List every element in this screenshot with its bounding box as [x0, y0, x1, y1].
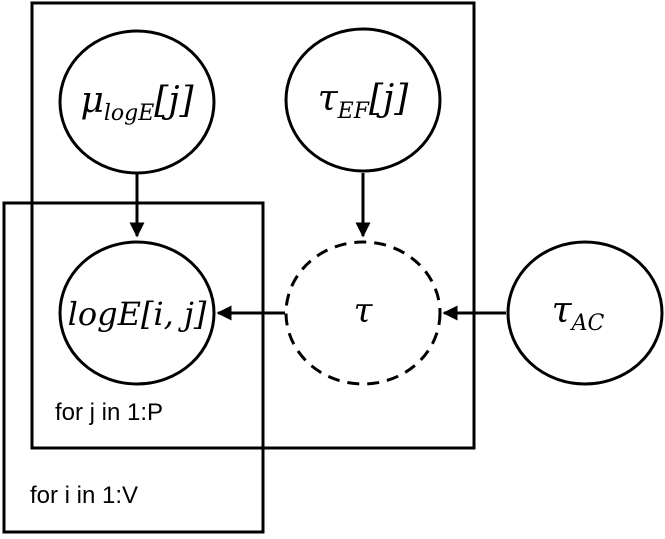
tau-ef-index: [j] — [369, 78, 409, 119]
tau-ef-subscript: EF — [337, 99, 370, 124]
plate-i — [2, 201, 265, 534]
node-tau: τ — [284, 240, 442, 386]
tau-ac-subscript: AC — [570, 311, 605, 336]
tau-label: τ — [354, 291, 374, 331]
mu-symbol: μ — [80, 80, 103, 121]
svg-text:τAC: τAC — [552, 290, 605, 336]
plate-j-label: for j in 1:P — [55, 399, 163, 426]
logE-label: logE[i, j] — [68, 295, 207, 333]
mu-index: [j] — [154, 80, 194, 121]
node-tau-ac: τAC — [506, 240, 664, 386]
svg-text:μlogE[j]: μlogE[j] — [80, 80, 194, 126]
node-logE: logE[i, j] — [58, 240, 216, 386]
node-mu-logE: μlogE[j] — [58, 29, 216, 175]
tau-ef-symbol: τ — [318, 78, 339, 119]
svg-text:τEF[j]: τEF[j] — [318, 78, 409, 124]
plate-j — [30, 1, 476, 450]
plate-i-label: for i in 1:V — [30, 482, 138, 509]
node-tau-ef: τEF[j] — [284, 27, 442, 173]
mu-subscript: logE — [104, 101, 154, 126]
tau-ac-symbol: τ — [552, 290, 573, 331]
